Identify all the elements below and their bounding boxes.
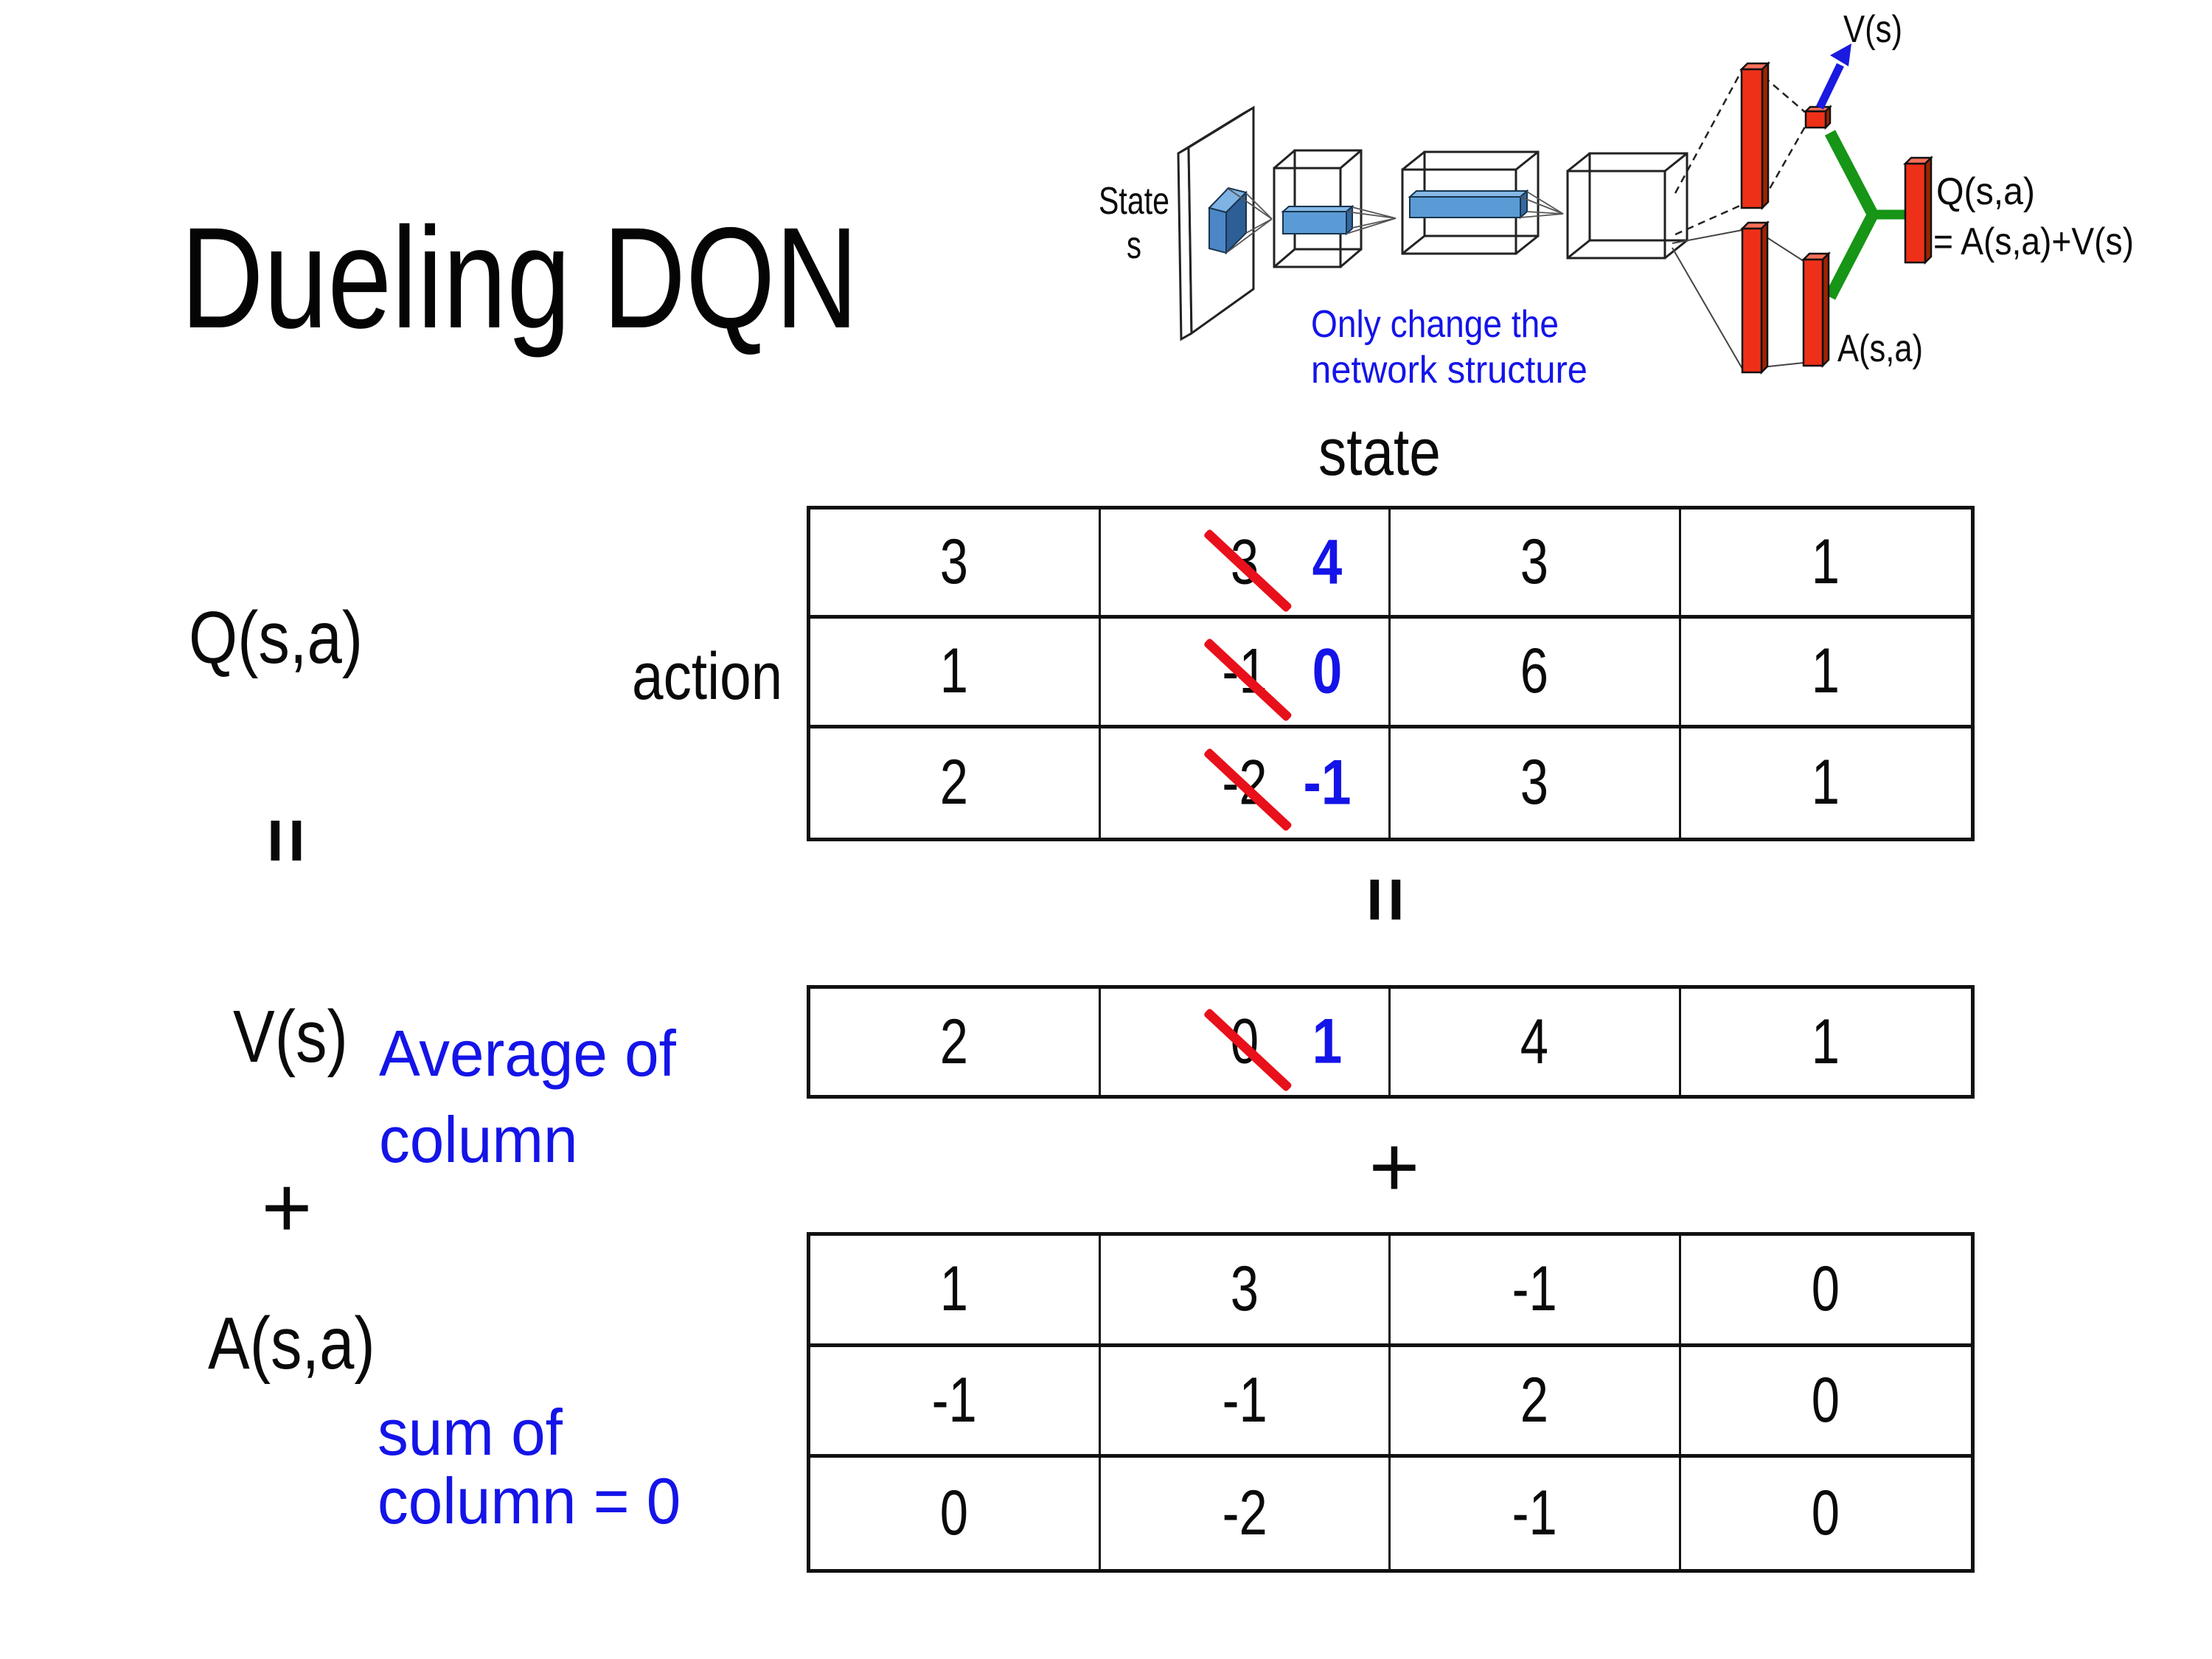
- v-function-label: V(s): [233, 995, 348, 1078]
- diagram-q-label-line1: Q(s,a): [1936, 170, 2035, 213]
- table-cell: -2: [1101, 1458, 1391, 1569]
- diagram-note-line2: network structure: [1311, 349, 1587, 392]
- diagram-v-label: V(s): [1843, 8, 1902, 51]
- value-stream-dashed-lines: [1674, 70, 1806, 236]
- v-table: 2 0 1 4 1: [807, 985, 1975, 1099]
- q-output-bar: [1902, 155, 1934, 265]
- plus-sign-center: +: [1368, 1119, 1420, 1216]
- a-function-label: A(s,a): [208, 1302, 375, 1385]
- diagram-state-label-line1: State: [1099, 180, 1169, 223]
- plus-sign-left: +: [261, 1159, 313, 1256]
- q-function-label: Q(s,a): [189, 597, 364, 679]
- v-arrow-icon: [1816, 44, 1851, 110]
- feature-bar-2: [1408, 189, 1529, 220]
- q-table: 3 3 4 3 1 1 -1 0 6 1 2 -2 -1 3 1: [807, 506, 1975, 841]
- table-cell: 0: [810, 1458, 1101, 1569]
- table-cell: 1: [1680, 619, 1971, 728]
- state-axis-label: state: [1318, 416, 1441, 490]
- diagram-a-label: A(s,a): [1837, 327, 1923, 370]
- conv-fan-lines-3: [1520, 191, 1564, 218]
- network-architecture-diagram: V(s) Q(s,a) = A(s,a)+V(s) A(s,a) State s…: [1099, 8, 2134, 392]
- table-cell: 3: [810, 509, 1101, 619]
- page-title-text: Dueling DQN: [181, 198, 859, 358]
- fc-bar-value-hidden: [1739, 60, 1771, 211]
- action-axis-label: action: [631, 640, 782, 714]
- table-cell: 3: [1100, 1236, 1391, 1347]
- table-cell: 4: [1391, 989, 1681, 1095]
- sum-of-column-note: sum of column = 0: [378, 1396, 681, 1537]
- average-of-column-note: Average of column: [379, 1017, 676, 1176]
- diagram-q-label-line2: = A(s,a)+V(s): [1933, 220, 2134, 263]
- fc-box: [1566, 152, 1688, 260]
- table-cell: 0: [1812, 1478, 1840, 1549]
- table-cell: 0: [1680, 1236, 1971, 1347]
- fc-bar-advantage-hidden: [1739, 220, 1770, 375]
- equals-sign-center: =: [1342, 876, 1431, 923]
- conv-filter-slab: [1208, 187, 1248, 255]
- table-cell: 3: [1391, 509, 1681, 619]
- table-cell: 2: [1391, 1346, 1681, 1458]
- a-table: 1 3 -1 0 -1 -1 2 0 0 -2 -1 0: [807, 1232, 1975, 1573]
- table-cell-corrected: -2 -1: [1101, 728, 1391, 838]
- table-cell: 6: [1391, 619, 1681, 728]
- green-merge-connector: [1824, 130, 1905, 300]
- table-cell: -1: [1391, 1458, 1681, 1569]
- table-cell: 0: [1680, 1347, 1971, 1458]
- table-cell: 1: [810, 1236, 1101, 1347]
- table-cell: 1: [1812, 1006, 1840, 1077]
- table-cell: 2: [810, 728, 1101, 838]
- value-node: [1803, 104, 1833, 131]
- advantage-stream-lines: [1672, 229, 1804, 369]
- table-cell: 1: [1680, 509, 1971, 619]
- table-cell: 1: [1812, 747, 1840, 818]
- conv-box-1: [1273, 149, 1363, 268]
- advantage-bar: [1801, 251, 1832, 369]
- conv-fan-lines-2: [1346, 206, 1397, 234]
- equals-sign-left: =: [243, 817, 332, 864]
- conv-fan-lines-1: [1225, 188, 1273, 254]
- table-cell: 1: [810, 619, 1101, 728]
- table-cell: 3: [1391, 728, 1681, 838]
- page-title: Dueling DQN: [181, 206, 1028, 350]
- diagram-state-label-line2: s: [1127, 224, 1141, 267]
- table-cell: -1: [810, 1346, 1101, 1458]
- table-cell: -1: [1391, 1236, 1681, 1347]
- table-cell-corrected: -1 0: [1100, 619, 1391, 728]
- diagram-note-line1: Only change the: [1311, 303, 1559, 346]
- table-cell-corrected: 0 1: [1101, 989, 1391, 1095]
- feature-bar-1: [1281, 204, 1354, 236]
- table-cell: 2: [810, 989, 1101, 1095]
- table-cell: -1: [1100, 1346, 1391, 1458]
- table-cell-corrected: 3 4: [1100, 509, 1391, 619]
